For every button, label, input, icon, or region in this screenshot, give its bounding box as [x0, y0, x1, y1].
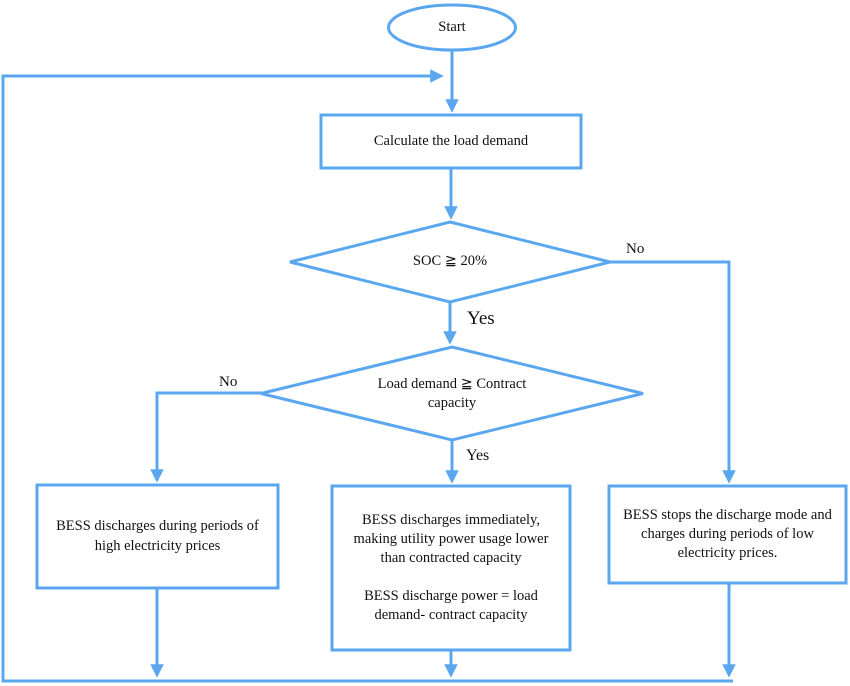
calculate-box: [319, 113, 583, 170]
middle-outcome-paragraph-1: BESS discharges immediately, making util…: [353, 511, 549, 566]
demand-diamond: [260, 345, 644, 442]
start-label: Start: [438, 18, 466, 35]
left-outcome-label: BESS discharges during periods of high e…: [56, 518, 259, 554]
demand-yes-label: Yes: [466, 447, 490, 464]
soc-no-label: No: [626, 241, 645, 257]
demand-no-connector: [150, 391, 263, 483]
demand-decision-label: Load demand ≧ Contract capacity: [377, 375, 527, 411]
start-ellipse: [387, 3, 517, 52]
soc-yes-label: Yes: [467, 308, 495, 329]
demand-no-label: No: [219, 374, 238, 390]
soc-no-connector: [608, 260, 736, 484]
soc-diamond: [289, 220, 611, 304]
feedback-loop-connector: [1, 69, 733, 683]
calculate-label: Calculate the load demand: [373, 132, 529, 149]
right-outcome-box: [607, 484, 848, 585]
middle-outcome-label: BESS discharges immediately, making util…: [340, 495, 562, 641]
left-outcome-box: [35, 483, 280, 590]
middle-outcome-box: [330, 484, 572, 652]
soc-decision-label: SOC ≧ 20%: [412, 253, 488, 270]
middle-outcome-paragraph-2: BESS discharge power = load demand- cont…: [364, 588, 538, 624]
right-outcome-label: BESS stops the discharge mode and charge…: [623, 506, 832, 562]
